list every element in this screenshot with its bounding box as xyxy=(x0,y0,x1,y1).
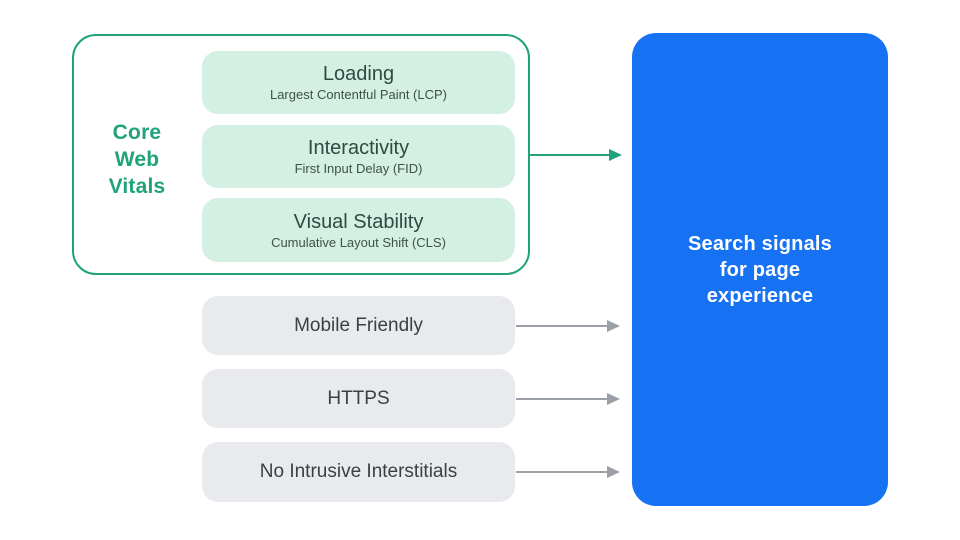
arrowhead-icon xyxy=(607,393,620,405)
signal-https: HTTPS xyxy=(202,369,515,428)
search-signals-box: Search signals for page experience xyxy=(632,33,888,506)
arrowhead-icon xyxy=(607,466,620,478)
signal-label: Mobile Friendly xyxy=(294,314,423,336)
cwv-item-title: Loading xyxy=(322,63,395,85)
search-signals-line-3: experience xyxy=(706,284,814,307)
search-signals-line-2: for page xyxy=(719,258,801,281)
cwv-item-interactivity: Interactivity First Input Delay (FID) xyxy=(202,125,515,188)
signal-no-intrusive-interstitials: No Intrusive Interstitials xyxy=(202,442,515,502)
arrowhead-icon xyxy=(607,320,620,332)
arrow-right-icon-interstitials-to-result xyxy=(516,466,620,478)
cwv-label-line-3: Vitals xyxy=(108,175,166,198)
search-signals-line-1: Search signals xyxy=(688,232,832,255)
cwv-item-title: Visual Stability xyxy=(293,210,424,233)
arrowhead-icon xyxy=(609,149,622,161)
cwv-label-line-1: Core xyxy=(112,121,162,144)
signal-label: No Intrusive Interstitials xyxy=(259,461,458,482)
signal-label: HTTPS xyxy=(327,387,390,409)
cwv-item-subtitle: Cumulative Layout Shift (CLS) xyxy=(271,234,446,250)
cwv-item-visual-stability: Visual Stability Cumulative Layout Shift… xyxy=(202,198,515,262)
search-signals-label: Search signals for page experience xyxy=(688,231,832,309)
cwv-item-loading: Loading Largest Contentful Paint (LCP) xyxy=(202,51,515,114)
arrow-right-icon-https-to-result xyxy=(516,393,620,405)
cwv-item-subtitle: First Input Delay (FID) xyxy=(294,161,423,176)
arrow-right-icon-cwv-to-result xyxy=(530,149,622,161)
cwv-item-title: Interactivity xyxy=(307,137,410,159)
arrow-right-icon-mobile-friendly-to-result xyxy=(516,320,620,332)
cwv-item-subtitle: Largest Contentful Paint (LCP) xyxy=(269,87,448,102)
core-web-vitals-label: Core Web Vitals xyxy=(76,119,198,200)
signal-mobile-friendly: Mobile Friendly xyxy=(202,296,515,355)
cwv-label-line-2: Web xyxy=(114,148,160,171)
